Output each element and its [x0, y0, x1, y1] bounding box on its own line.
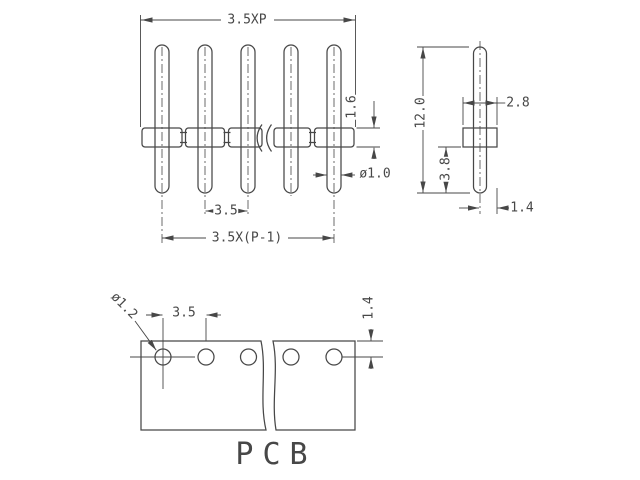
front-pins — [154, 44, 342, 194]
dim-label-edge-offset: 1.4 — [361, 295, 377, 321]
pcb-title-label: PCB — [226, 440, 318, 470]
dim-tail-length — [438, 146, 461, 193]
front-pin-centerlines — [161, 47, 335, 243]
dim-label-hole-pitch: 3.5 — [171, 305, 197, 321]
pcb-outline — [140, 340, 356, 431]
pcb-view — [130, 312, 383, 431]
side-view — [417, 41, 509, 214]
dim-label-total-width: 3.5XP — [226, 12, 268, 28]
dim-total-length — [417, 46, 470, 194]
dim-body-width — [462, 97, 506, 125]
dim-label-total-length: 12.0 — [413, 96, 429, 130]
side-pin — [472, 46, 488, 194]
dim-body-half-width — [459, 188, 509, 214]
dim-label-body-thickness: 1.6 — [344, 94, 360, 120]
hole-crosshair — [130, 318, 207, 389]
break-mark — [266, 124, 273, 152]
dim-label-span: 3.5X(P-1) — [210, 230, 284, 246]
dim-label-pin-diameter: ø1.0 — [358, 166, 392, 182]
dim-label-pin-pitch: 3.5 — [213, 203, 239, 219]
dim-body-thickness — [356, 101, 380, 159]
front-view — [140, 15, 380, 243]
dim-label-tail-length: 3.8 — [438, 156, 454, 182]
dim-edge-offset — [342, 329, 383, 369]
break-mark — [256, 124, 263, 152]
dim-label-body-width: 2.8 — [505, 95, 531, 111]
dim-label-body-half-width: 1.4 — [509, 200, 535, 216]
dim-hole-diameter-leader — [134, 320, 157, 351]
